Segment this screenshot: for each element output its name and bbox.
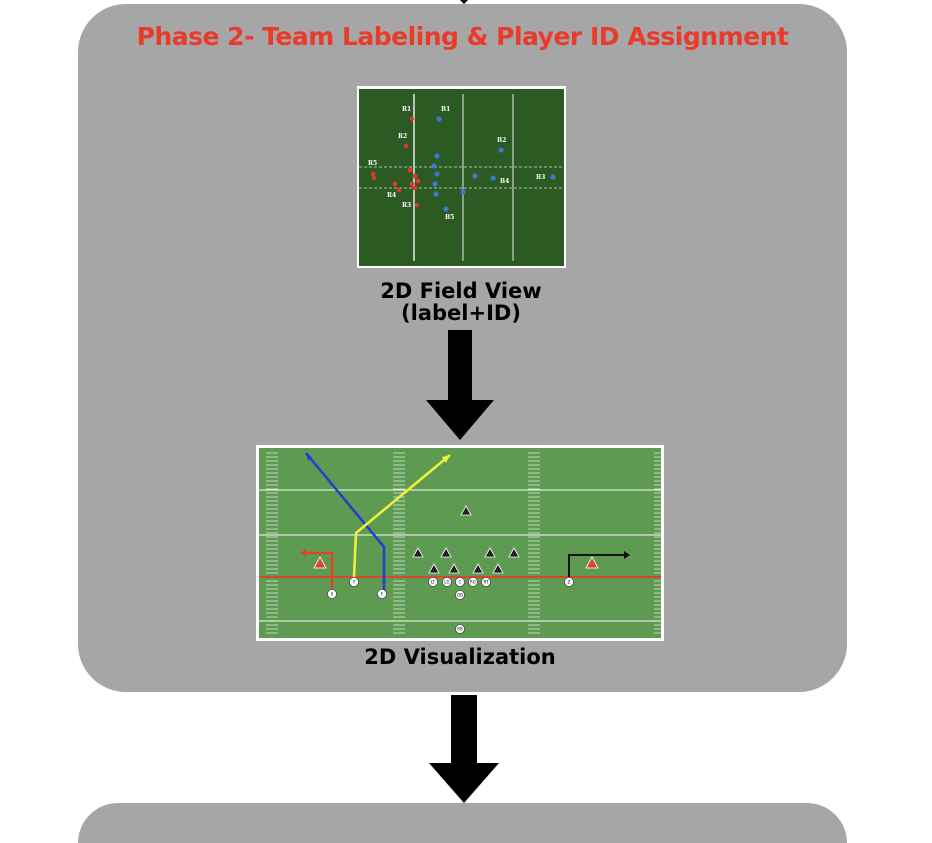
player-label: R1 <box>402 106 411 113</box>
red-player-dot <box>403 143 409 149</box>
player-label: B5 <box>445 214 454 221</box>
red-player-dot <box>415 178 421 184</box>
offense-player-label: QB <box>457 592 463 597</box>
red-player-dot <box>392 181 398 187</box>
next-phase-panel <box>78 803 847 843</box>
arrowhead-icon <box>300 549 306 557</box>
red-player-dot <box>370 171 376 177</box>
arrowhead-icon <box>306 453 312 461</box>
defender-icon <box>313 556 327 569</box>
red-player-dot <box>371 175 377 181</box>
player-label: B2 <box>497 137 506 144</box>
offense-player-icon <box>455 624 465 634</box>
offense-player-label: Y <box>352 579 356 584</box>
red-player-dot <box>412 173 418 179</box>
red-player-dot <box>414 202 420 208</box>
defender-icon <box>448 563 460 574</box>
blue-player-dot <box>431 163 437 169</box>
blue-player-dot <box>550 174 556 180</box>
blue-player-dot <box>472 173 478 179</box>
offense-player-icon <box>455 577 465 587</box>
blue-player-dot <box>432 181 438 187</box>
blue-player-dot <box>434 153 440 159</box>
field-view-caption: 2D Field View (label+ID) <box>360 280 562 324</box>
red-player-dot <box>407 167 413 173</box>
blue-player-dot <box>434 171 440 177</box>
offense-player-icon <box>442 577 452 587</box>
offense-player-label: RT <box>484 579 489 584</box>
player-label: B3 <box>536 174 545 181</box>
offense-player-icon <box>349 577 359 587</box>
blue-player-dot <box>498 147 504 153</box>
defender-icon <box>440 547 452 558</box>
offense-player-label: LT <box>431 579 436 584</box>
offense-player-label: RB <box>457 626 463 631</box>
red-player-dot <box>409 181 415 187</box>
defender-icon <box>585 556 599 569</box>
down-arrow-icon <box>426 330 494 440</box>
offense-player-icon <box>377 589 387 599</box>
offense-player-icon <box>428 577 438 587</box>
player-label: R5 <box>368 160 377 167</box>
player-label: B4 <box>500 178 509 185</box>
offense-player-label: X <box>331 591 334 596</box>
player-label: B1 <box>441 106 450 113</box>
offense-player-icon <box>564 577 574 587</box>
blue-player-dot <box>490 175 496 181</box>
offense-player-label: RG <box>470 579 476 584</box>
field-view-caption-line2: (label+ID) <box>401 301 521 325</box>
defender-icon <box>492 563 504 574</box>
defender-icon <box>484 547 496 558</box>
red-player-dot <box>409 116 415 122</box>
red-player-dot <box>412 185 418 191</box>
blue-player-dot <box>436 116 442 122</box>
defender-icon <box>472 563 484 574</box>
blue-player-dot <box>443 206 449 212</box>
field-view-caption-line1: 2D Field View <box>380 279 542 303</box>
phase-title: Phase 2- Team Labeling & Player ID Assig… <box>136 22 789 51</box>
visualization-image: X Y F LT LG C RG RT QB RB Z <box>256 445 664 641</box>
offense-player-label: Z <box>568 579 571 584</box>
arrowhead-icon <box>442 455 450 463</box>
blue-player-dot <box>460 189 466 195</box>
route-line <box>568 554 626 577</box>
defender-icon <box>428 563 440 574</box>
player-label: R3 <box>402 202 411 209</box>
blue-player-dot <box>433 191 439 197</box>
offense-player-icon <box>468 577 478 587</box>
offense-player-icon <box>455 590 465 600</box>
player-label: R2 <box>398 133 407 140</box>
defender-icon <box>508 547 520 558</box>
arrowhead-icon <box>624 551 630 559</box>
route-line <box>305 452 386 592</box>
player-label: R4 <box>387 192 396 199</box>
incoming-arrow-icon <box>452 0 476 4</box>
down-arrow-icon <box>429 695 499 803</box>
route-line <box>302 551 334 592</box>
defender-icon <box>412 547 424 558</box>
visualization-caption: 2D Visualization <box>364 645 556 669</box>
offense-player-icon <box>481 577 491 587</box>
offense-player-label: C <box>459 579 462 584</box>
offense-player-label: F <box>381 591 384 596</box>
offense-player-label: LG <box>444 579 449 584</box>
defender-icon <box>460 505 472 516</box>
offense-player-icon <box>327 589 337 599</box>
route-line <box>352 454 451 578</box>
red-player-dot <box>396 187 402 193</box>
